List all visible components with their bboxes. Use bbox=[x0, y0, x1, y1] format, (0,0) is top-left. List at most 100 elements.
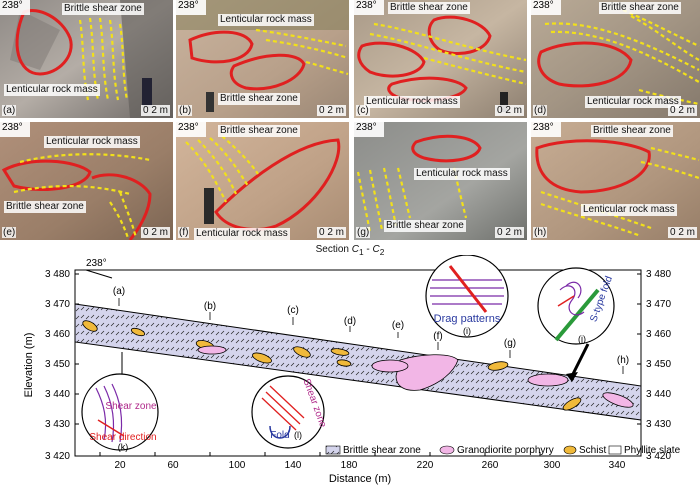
section-title-sub2: 2 bbox=[379, 247, 385, 257]
scale-bar: 0 2 m bbox=[140, 105, 170, 116]
section-title-prefix: Section bbox=[315, 244, 352, 255]
photo-label: Brittle shear zone bbox=[388, 2, 470, 14]
legend: Brittle shear zone Granodiorite porphyry… bbox=[325, 445, 681, 456]
x-ticks: 20 60 100 140 180 220 260 300 340 bbox=[114, 460, 625, 471]
legend-swatch-porphyry bbox=[439, 445, 455, 455]
point-labels: (a) (b) (c) (d) (e) (f) (g) (h) bbox=[113, 286, 629, 366]
scale-bar: 0 2 m bbox=[140, 227, 170, 238]
point-label: (b) bbox=[204, 301, 216, 312]
shear-traces bbox=[255, 28, 349, 76]
y-tick-label: 3 430 bbox=[646, 419, 671, 430]
photo-h: 238° Brittle shear zone Lenticular rock … bbox=[531, 122, 700, 240]
legend-label: Phyllite slate bbox=[624, 445, 681, 456]
photo-label: Brittle shear zone bbox=[218, 125, 300, 137]
lenticular-outline bbox=[357, 41, 426, 78]
inset-k-letter: (k) bbox=[118, 442, 129, 452]
y-ticks-left: 3 480 3 470 3 460 3 450 3 440 3 430 3 42… bbox=[45, 269, 70, 462]
inset-i: Drag patterns (i) bbox=[425, 255, 509, 338]
y-tick-label: 3 480 bbox=[45, 269, 70, 280]
photo-e: 238° Lenticular rock mass Brittle shear … bbox=[0, 122, 173, 240]
inset-l: Shear zone Fold (l) bbox=[251, 375, 328, 449]
x-tick-label: 20 bbox=[114, 460, 126, 471]
y-tick-label: 3 480 bbox=[646, 269, 671, 280]
inset-k-label2: Shear direction bbox=[89, 432, 156, 443]
point-label: (d) bbox=[344, 316, 356, 327]
scale-bar: 0 2 m bbox=[494, 227, 524, 238]
photo-b: 238° Lenticular rock mass Brittle shear … bbox=[176, 0, 349, 118]
x-tick-label: 220 bbox=[417, 460, 434, 471]
shear-traces bbox=[13, 153, 151, 239]
photo-f: 238° Brittle shear zone Lenticular rock … bbox=[176, 122, 349, 240]
x-axis-label: Distance (m) bbox=[329, 473, 391, 485]
photo-f-image bbox=[176, 122, 349, 240]
x-tick-label: 300 bbox=[544, 460, 561, 471]
orientation-indicator: 238° bbox=[531, 122, 561, 137]
x-tick-label: 140 bbox=[285, 460, 302, 471]
plot-frame bbox=[74, 269, 642, 457]
photo-label: Lenticular rock mass bbox=[4, 84, 100, 96]
orientation-indicator: 238° bbox=[0, 0, 30, 15]
orientation-indicator: 238° bbox=[176, 122, 206, 137]
photo-h-image bbox=[531, 122, 700, 240]
porphyry-bodies bbox=[197, 345, 634, 408]
y-tick-label: 3 470 bbox=[45, 299, 70, 310]
y-tick-label: 3 460 bbox=[646, 329, 671, 340]
inset-k-label1: Shear zone bbox=[105, 401, 157, 412]
y-ticks-right: 3 480 3 470 3 460 3 450 3 440 3 430 3 42… bbox=[646, 269, 671, 462]
orientation-indicator: 238° bbox=[354, 0, 384, 15]
photo-label: Brittle shear zone bbox=[591, 125, 673, 137]
section-title-c2: C bbox=[372, 244, 380, 255]
photo-letter: (e) bbox=[2, 227, 17, 238]
shear-traces bbox=[540, 146, 700, 238]
photo-d: 238° Brittle shear zone Lenticular rock … bbox=[531, 0, 700, 118]
lenticular-outline bbox=[411, 134, 482, 163]
y-tick-label: 3 450 bbox=[45, 359, 70, 370]
photo-label: Lenticular rock mass bbox=[364, 96, 460, 108]
inset-l-letter: (l) bbox=[294, 430, 302, 440]
legend-swatch-brittle bbox=[325, 445, 341, 455]
point-label: (f) bbox=[433, 331, 442, 342]
point-label: (a) bbox=[113, 286, 125, 297]
photo-c: 238° Brittle shear zone Lenticular rock … bbox=[354, 0, 527, 118]
x-tick-label: 260 bbox=[482, 460, 499, 471]
scale-bar: 0 2 m bbox=[316, 227, 346, 238]
scale-bar: 0 2 m bbox=[667, 227, 697, 238]
photo-letter: (c) bbox=[356, 105, 370, 116]
photo-label: Lenticular rock mass bbox=[414, 168, 510, 180]
orientation-indicator: 238° bbox=[176, 0, 206, 15]
lenticular-outline bbox=[188, 30, 254, 64]
photo-letter: (d) bbox=[533, 105, 548, 116]
photo-label: Lenticular rock mass bbox=[585, 96, 681, 108]
point-arrows bbox=[118, 298, 624, 374]
scale-bar: 0 2 m bbox=[494, 105, 524, 116]
photo-label: Brittle shear zone bbox=[384, 220, 466, 232]
section-title: Section C1 - C2 bbox=[0, 244, 700, 257]
point-label: (c) bbox=[287, 305, 299, 316]
lenticular-outline bbox=[91, 173, 152, 240]
point-label: (h) bbox=[617, 355, 629, 366]
scale-bar: 0 2 m bbox=[667, 105, 697, 116]
photo-letter: (f) bbox=[178, 227, 190, 238]
orientation-indicator: 238° bbox=[531, 0, 561, 15]
y-axis-label: Elevation (m) bbox=[23, 333, 35, 398]
photo-label: Brittle shear zone bbox=[218, 93, 300, 105]
lenticular-outline bbox=[1, 159, 92, 192]
y-tick-label: 3 460 bbox=[45, 329, 70, 340]
y-tick-label: 3 420 bbox=[646, 451, 671, 462]
photo-label: Lenticular rock mass bbox=[194, 228, 290, 240]
section-title-c1: C bbox=[351, 244, 359, 255]
photo-letter: (h) bbox=[533, 227, 548, 238]
y-tick-label: 3 440 bbox=[45, 389, 70, 400]
photo-label: Brittle shear zone bbox=[62, 3, 144, 15]
x-tick-label: 180 bbox=[341, 460, 358, 471]
photo-letter: (g) bbox=[356, 227, 371, 238]
legend-label: Schist bbox=[579, 445, 606, 456]
photo-g: 238° Lenticular rock mass Brittle shear … bbox=[354, 122, 527, 240]
section-orientation: 238° bbox=[85, 258, 120, 279]
section-title-sub1: 1 bbox=[358, 247, 364, 257]
photo-label: Lenticular rock mass bbox=[44, 136, 140, 148]
photo-a: 238° Brittle shear zone Lenticular rock … bbox=[0, 0, 173, 118]
y-tick-label: 3 450 bbox=[646, 359, 671, 370]
y-tick-label: 3 470 bbox=[646, 299, 671, 310]
x-tick-label: 60 bbox=[167, 460, 179, 471]
